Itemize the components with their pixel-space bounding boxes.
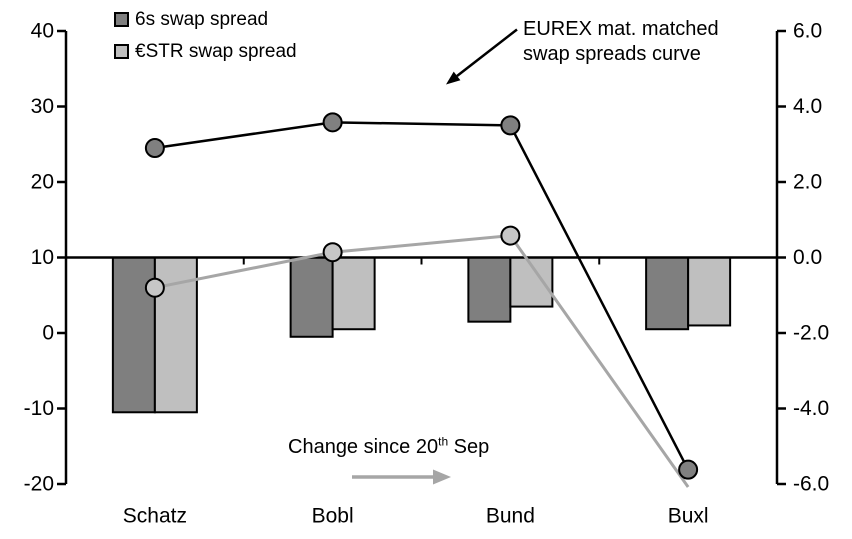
curve-annotation: EUREX mat. matched swap spreads curve bbox=[523, 17, 719, 67]
legend-swatch-6s bbox=[114, 12, 129, 27]
legend-item-estr: €STR swap spread bbox=[114, 37, 297, 66]
right-axis-label: -2.0 bbox=[793, 322, 829, 345]
change-annotation-text: Change since 20 bbox=[288, 436, 439, 458]
bar-estr-buxl bbox=[687, 256, 732, 327]
change-annotation: Change since 20th Sep bbox=[288, 434, 490, 459]
left-axis-label: 10 bbox=[31, 246, 54, 269]
curve-annotation-line2: swap spreads curve bbox=[523, 43, 701, 65]
x-label-schatz: Schatz bbox=[123, 505, 187, 528]
curve-annotation-arrow bbox=[456, 28, 518, 77]
legend-label-6s: 6s swap spread bbox=[135, 8, 269, 30]
bar-6s-buxl bbox=[645, 256, 690, 331]
legend-item-6s: 6s swap spread bbox=[114, 5, 297, 34]
change-annotation-arrowhead bbox=[433, 469, 451, 485]
x-label-bobl: Bobl bbox=[312, 505, 354, 528]
change-annotation-sup: th bbox=[438, 434, 449, 449]
right-axis-label: 6.0 bbox=[793, 20, 822, 43]
curve-annotation-arrowhead bbox=[446, 71, 461, 85]
legend-swatch-estr bbox=[114, 44, 129, 59]
marker-6s-buxl bbox=[678, 459, 699, 480]
left-axis-label: -10 bbox=[24, 397, 54, 420]
marker-estr-bund bbox=[500, 225, 521, 246]
right-axis-label: -6.0 bbox=[793, 473, 829, 496]
chart-legend: 6s swap spread €STR swap spread bbox=[114, 5, 297, 66]
left-axis-label: 30 bbox=[31, 95, 54, 118]
change-annotation-suffix: Sep bbox=[448, 436, 490, 458]
marker-estr-schatz bbox=[144, 277, 165, 298]
bar-6s-bobl bbox=[289, 256, 334, 338]
legend-label-estr: €STR swap spread bbox=[135, 40, 297, 62]
bar-6s-bund bbox=[467, 256, 512, 323]
line-estr-curve bbox=[154, 234, 690, 488]
x-label-buxl: Buxl bbox=[668, 505, 709, 528]
curve-annotation-line1: EUREX mat. matched bbox=[523, 18, 719, 40]
left-axis-label: 20 bbox=[31, 171, 54, 194]
marker-6s-bund bbox=[500, 115, 521, 136]
right-axis-label: 2.0 bbox=[793, 171, 822, 194]
marker-6s-bobl bbox=[322, 112, 343, 133]
marker-6s-schatz bbox=[144, 138, 165, 159]
left-axis-label: -20 bbox=[24, 473, 54, 496]
left-axis-label: 40 bbox=[31, 20, 54, 43]
right-axis-label: 0.0 bbox=[793, 246, 822, 269]
line-6s-curve bbox=[154, 121, 690, 471]
right-axis-label: -4.0 bbox=[793, 397, 829, 420]
marker-estr-bobl bbox=[322, 242, 343, 263]
bar-estr-bobl bbox=[331, 256, 376, 331]
right-axis-label: 4.0 bbox=[793, 95, 822, 118]
left-axis-label: 0 bbox=[42, 322, 54, 345]
x-label-bund: Bund bbox=[486, 505, 535, 528]
